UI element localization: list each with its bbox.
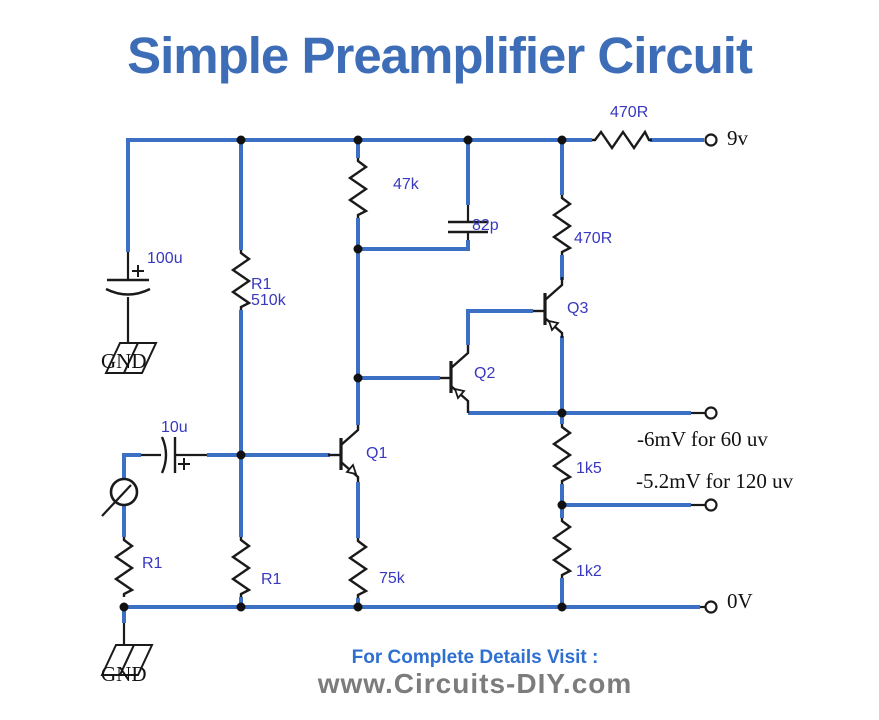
terminal-0v bbox=[704, 600, 718, 614]
wire-mic-top bbox=[122, 453, 141, 479]
label-470r-top: 470R bbox=[610, 104, 649, 121]
junction-dots bbox=[119, 135, 567, 612]
label-9v: 9v bbox=[727, 126, 748, 150]
capacitor-100u-symbol bbox=[105, 265, 151, 296]
resistor-r1-510k-symbol bbox=[231, 248, 251, 312]
mic-slash bbox=[101, 484, 132, 517]
capacitor-10u-symbol bbox=[160, 436, 190, 474]
label-470r-vert: 470R bbox=[574, 230, 613, 247]
resistor-470r-vert-symbol bbox=[552, 193, 572, 257]
mic-circle bbox=[109, 477, 139, 507]
label-r1-mid: R1 bbox=[261, 571, 282, 588]
cap-100u-plate-neg bbox=[105, 287, 151, 296]
label-q2: Q2 bbox=[474, 365, 496, 382]
terminal-9v bbox=[704, 133, 718, 147]
plus-polarity-marker-10u bbox=[178, 458, 190, 470]
label-r1-left: R1 bbox=[142, 555, 163, 572]
footer-heading: For Complete Details Visit : bbox=[351, 647, 599, 668]
q3-pnp-arrow bbox=[547, 319, 560, 332]
microphone-icon bbox=[101, 477, 139, 517]
label-gnd-1: GND bbox=[101, 349, 147, 373]
capacitor-82p-symbol bbox=[448, 220, 488, 234]
label-out2: -5.2mV for 120 uv bbox=[636, 469, 794, 493]
transistor-q3-symbol bbox=[533, 277, 564, 338]
label-q3: Q3 bbox=[567, 300, 589, 317]
page-title: Simple Preamplifier Circuit bbox=[127, 27, 753, 84]
q1-collector-lead bbox=[340, 425, 360, 446]
wire-q3-base bbox=[466, 309, 533, 345]
label-1k2: 1k2 bbox=[576, 563, 602, 580]
transistor-q1-symbol bbox=[328, 425, 360, 482]
q3-emitter-lead bbox=[544, 277, 564, 301]
terminal-out2 bbox=[704, 498, 718, 512]
label-47k: 47k bbox=[393, 176, 419, 193]
component-leads bbox=[122, 205, 705, 645]
label-100u: 100u bbox=[147, 250, 183, 267]
q1-emitter-lead bbox=[340, 461, 360, 482]
q2-collector-lead bbox=[450, 345, 470, 369]
label-10u: 10u bbox=[161, 419, 188, 436]
label-82p: 82p bbox=[472, 217, 499, 234]
label-1k5: 1k5 bbox=[576, 460, 602, 477]
wire-82p-bottom-link bbox=[358, 240, 470, 251]
resistor-r1-left-symbol bbox=[114, 535, 134, 599]
label-gnd-2: GND bbox=[101, 662, 147, 686]
label-r1-value: 510k bbox=[251, 292, 286, 309]
q1-npn-arrow bbox=[345, 463, 358, 476]
resistor-75k-symbol bbox=[348, 536, 368, 600]
wires bbox=[122, 138, 704, 623]
label-r1-name: R1 bbox=[251, 276, 272, 293]
footer: For Complete Details Visit : www.Circuit… bbox=[255, 647, 695, 700]
terminal-out1 bbox=[704, 406, 718, 420]
wire-top-rail bbox=[126, 138, 592, 252]
transistor-q2-symbol bbox=[440, 345, 470, 413]
cap-10u-plate-neg bbox=[160, 436, 168, 474]
resistor-1k5-symbol bbox=[552, 422, 572, 486]
resistor-47k-symbol bbox=[348, 156, 368, 220]
q2-pnp-arrow bbox=[453, 387, 466, 400]
label-0v: 0V bbox=[727, 589, 753, 613]
label-75k: 75k bbox=[379, 570, 405, 587]
label-out1: -6mV for 60 uv bbox=[637, 427, 768, 451]
resistor-1k2-symbol bbox=[552, 516, 572, 580]
resistors bbox=[114, 130, 654, 600]
resistor-470r-top-symbol bbox=[590, 130, 654, 150]
plus-polarity-marker-100u bbox=[132, 265, 144, 277]
resistor-r1-mid-symbol bbox=[231, 535, 251, 599]
label-q1: Q1 bbox=[366, 445, 388, 462]
footer-url: www.Circuits-DIY.com bbox=[317, 667, 633, 699]
